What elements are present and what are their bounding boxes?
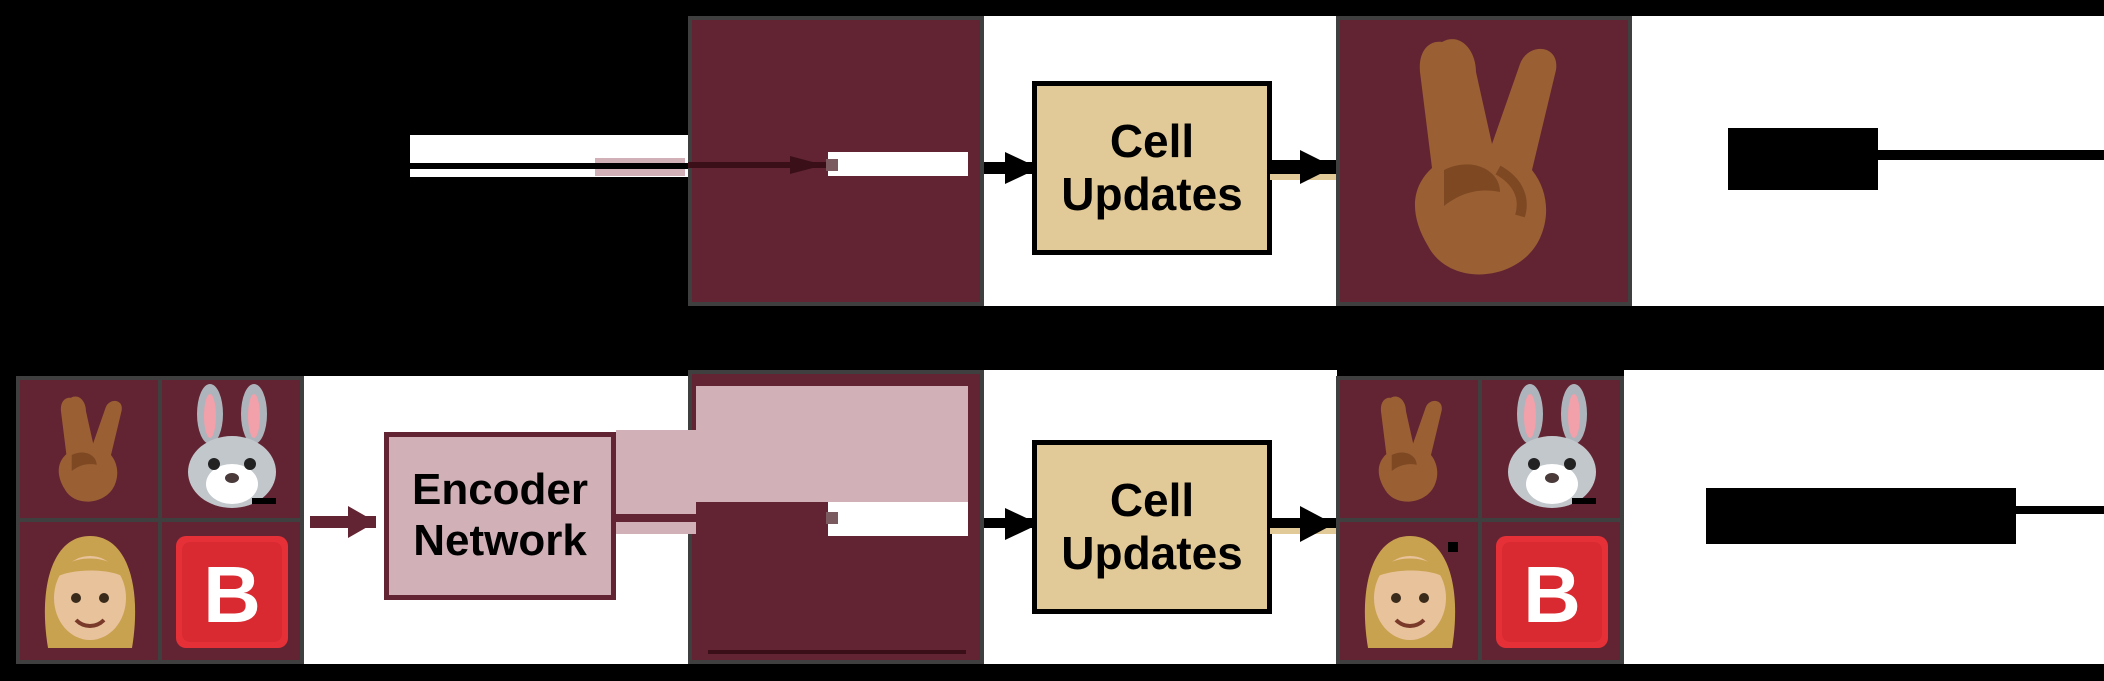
woman-icon — [1364, 536, 1458, 648]
woman-icon — [44, 536, 136, 648]
top-cell-updates-box: Cell Updates — [1032, 81, 1272, 255]
top-cell-updates-line2: Updates — [1061, 168, 1243, 220]
bottom-update-arrow-out-head-icon — [1300, 506, 1334, 542]
b-button-letter: B — [1523, 550, 1581, 639]
bottom-label-bar-tail — [2016, 506, 2104, 514]
bottom-output-grid: B — [1336, 376, 1624, 664]
top-grid-highlight-strip — [828, 152, 968, 176]
bottom-input-grid: B — [16, 376, 304, 664]
bottom-grid-arrow-line — [612, 514, 838, 522]
top-update-arrow-in-head-icon — [1005, 152, 1039, 184]
b-button-icon: B — [1496, 536, 1608, 648]
victory-hand-icon — [58, 396, 122, 502]
bottom-encoder-arrow-in-head-icon — [348, 506, 376, 538]
bottom-grid-highlight-strip — [828, 502, 968, 536]
bottom-cell-updates-line2: Updates — [1061, 527, 1243, 579]
top-update-arrow-out-head-icon — [1300, 150, 1334, 184]
victory-hand-icon — [1378, 396, 1442, 502]
rabbit-face-icon — [188, 384, 276, 508]
encoder-network-box: Encoder Network — [384, 432, 616, 600]
bottom-update-arrow-in-head-icon — [1005, 508, 1039, 540]
b-button-icon: B — [176, 536, 288, 648]
top-input-arrow-line — [380, 163, 700, 169]
top-label-bar-tail — [1878, 150, 2104, 160]
top-cell-updates-line1: Cell — [1109, 115, 1195, 168]
bottom-cell-updates-box: Cell Updates — [1032, 440, 1272, 614]
bottom-grid-pink-block — [696, 386, 968, 502]
top-label-bar — [1728, 128, 1878, 190]
top-grid-arrow-line — [688, 162, 838, 168]
bottom-grid-baseline — [708, 650, 966, 654]
encoder-network-line2: Network — [413, 516, 587, 565]
encoder-network-line1: Encoder — [411, 465, 589, 515]
bottom-label-bar — [1706, 488, 2016, 544]
arrow-head-icon — [790, 156, 838, 174]
b-button-letter: B — [203, 550, 261, 639]
bottom-grid-arrow-head-icon — [790, 506, 838, 530]
rabbit-face-icon — [1508, 384, 1596, 508]
bottom-cell-updates-line1: Cell — [1109, 474, 1195, 527]
victory-hand-icon — [1414, 39, 1557, 275]
